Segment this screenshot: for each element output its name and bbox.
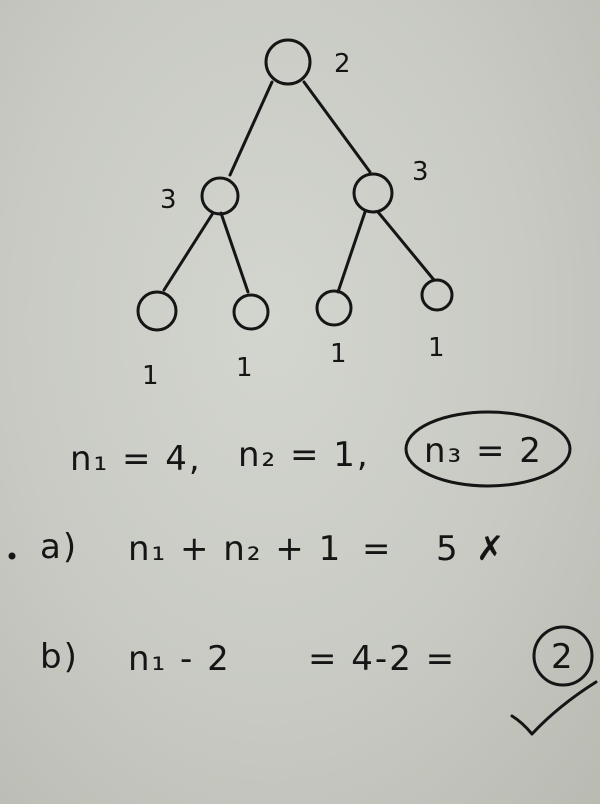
edge-left-leaf2	[219, 211, 250, 294]
tree-nodes	[136, 38, 454, 332]
part-a-result: 5	[436, 529, 460, 569]
part-a-equals: =	[362, 529, 393, 569]
check-mark	[510, 680, 598, 736]
part-b: b) n₁ - 2 = 4-2 = 2	[40, 625, 598, 736]
part-a-expression: n₁ + n₂ + 1	[128, 529, 342, 569]
root-label: 2	[334, 49, 351, 79]
left-child-node	[200, 176, 240, 216]
tree-labels: 2 3 3 1 1 1 1	[142, 49, 445, 391]
n2-value: n₂ = 1,	[238, 435, 370, 475]
tree-edges	[162, 80, 436, 294]
leaf-label-1: 1	[142, 361, 159, 391]
leaf-node-2	[232, 293, 270, 331]
edge-left-leaf1	[162, 211, 215, 292]
n1-value: n₁ = 4,	[70, 439, 202, 479]
leaf-node-4	[420, 278, 454, 312]
result-circle	[532, 625, 594, 687]
edge-root-left	[228, 80, 274, 177]
n3-value-circled: n₃ = 2	[424, 431, 543, 471]
leaf-node-3	[315, 289, 353, 327]
equation-line-1: n₁ = 4, n₂ = 1, n₃ = 2	[70, 410, 572, 488]
leaf-label-4: 1	[428, 333, 445, 363]
edge-root-right	[302, 80, 372, 174]
root-node	[264, 38, 312, 86]
edge-right-leaf3	[336, 210, 367, 294]
part-b-result: 2	[551, 637, 575, 677]
bullet-dot	[8, 552, 16, 560]
leaf-label-2: 1	[236, 353, 253, 383]
edge-right-leaf4	[376, 210, 436, 282]
leaf-node-1	[136, 290, 178, 332]
leaf-label-3: 1	[330, 339, 347, 369]
part-b-calculation: = 4-2 =	[308, 639, 456, 679]
left-child-label: 3	[160, 185, 177, 215]
answer-circle	[404, 410, 572, 488]
part-b-expression: n₁ - 2	[128, 639, 231, 679]
right-child-node	[352, 172, 394, 214]
part-b-prefix: b)	[40, 637, 79, 677]
part-a: a) n₁ + n₂ + 1 = 5 ✗	[8, 527, 507, 569]
right-child-label: 3	[412, 157, 429, 187]
wrong-mark: ✗	[476, 529, 507, 569]
part-a-prefix: a)	[40, 527, 78, 567]
